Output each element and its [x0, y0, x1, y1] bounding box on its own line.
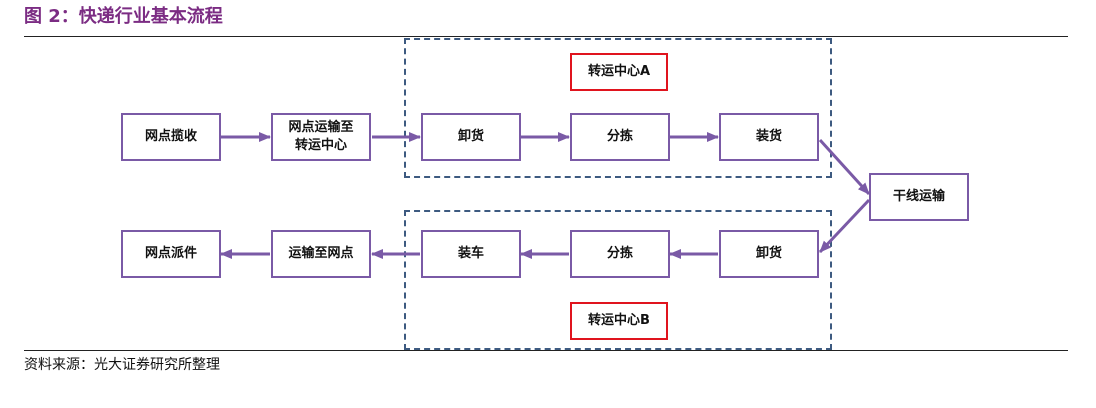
source-note: 资料来源：光大证券研究所整理 — [24, 357, 220, 373]
node-unload-b: 卸货 — [719, 230, 819, 278]
node-sort-a: 分拣 — [570, 113, 670, 161]
node-sort-b: 分拣 — [570, 230, 670, 278]
node-to-outlet: 运输至网点 — [271, 230, 371, 278]
node-load-a: 装货 — [719, 113, 819, 161]
arrow-trunk-to-unload-b — [818, 198, 871, 254]
transfer-center-b-label: 转运中心B — [570, 302, 668, 340]
bottom-rule — [24, 350, 1068, 351]
node-unload-a: 卸货 — [421, 113, 521, 161]
node-trunk-transport: 干线运输 — [869, 173, 969, 221]
node-pickup: 网点揽收 — [121, 113, 221, 161]
transfer-center-a-region — [404, 38, 832, 178]
node-outlet-to-center: 网点运输至 转运中心 — [271, 113, 371, 161]
figure-title: 图 2：快递行业基本流程 — [24, 6, 223, 27]
node-delivery: 网点派件 — [121, 230, 221, 278]
arrow-load-a-to-trunk — [818, 138, 871, 196]
node-load-car-b: 装车 — [421, 230, 521, 278]
top-rule — [24, 36, 1068, 37]
transfer-center-b-region — [404, 210, 832, 350]
transfer-center-a-label: 转运中心A — [570, 53, 668, 91]
